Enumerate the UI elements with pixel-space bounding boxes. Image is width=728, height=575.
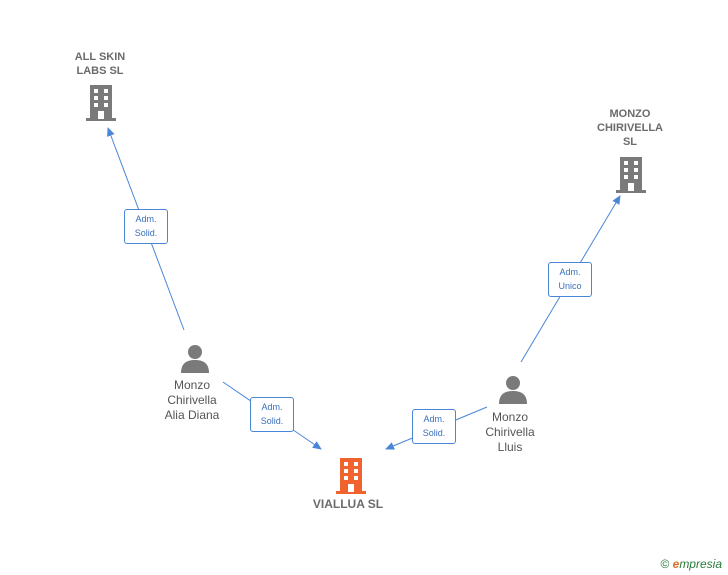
- edge-label-adm-unico[interactable]: Adm. Unico: [548, 262, 592, 297]
- edge-label-line2: Solid.: [422, 428, 446, 438]
- edge-label-adm-solid[interactable]: Adm. Solid.: [250, 397, 294, 432]
- building-icon: [86, 85, 116, 121]
- brand-logo-letter: e: [672, 557, 680, 571]
- company-node-monzo-chirivella[interactable]: MONZO CHIRIVELLA SL: [585, 107, 675, 149]
- edge-label-adm-solid[interactable]: Adm. Solid.: [124, 209, 168, 244]
- building-icon: [616, 157, 646, 193]
- company-name: VIALLUA SL: [312, 497, 384, 511]
- company-name-line1: MONZO: [609, 108, 651, 120]
- company-name-line2: LABS SL: [76, 65, 124, 77]
- copyright-icon: ©: [660, 557, 670, 571]
- edge-label-line1: Adm.: [559, 267, 581, 277]
- edge-label-line1: Adm.: [135, 214, 157, 224]
- edge-label-line2: Unico: [558, 281, 582, 291]
- person-name-line3: Lluis: [497, 440, 523, 454]
- person-name-line2: Chirivella: [167, 393, 217, 407]
- person-name-line2: Chirivella: [485, 425, 535, 439]
- person-name-line1: Monzo: [491, 410, 529, 424]
- person-icon: [181, 345, 209, 373]
- company-node-viallua[interactable]: VIALLUA SL: [298, 497, 398, 511]
- edge-label-line2: Solid.: [260, 416, 284, 426]
- company-name-line3: SL: [622, 136, 638, 148]
- company-name-line2: CHIRIVELLA: [597, 122, 663, 134]
- edge-label-adm-solid[interactable]: Adm. Solid.: [412, 409, 456, 444]
- company-node-all-skin[interactable]: ALL SKIN LABS SL: [55, 50, 145, 78]
- building-icon-main: [336, 458, 366, 494]
- edge-label-line2: Solid.: [134, 228, 158, 238]
- edge-label-line1: Adm.: [261, 402, 283, 412]
- person-icon: [499, 376, 527, 404]
- person-name-line3: Alia Diana: [164, 408, 220, 422]
- brand-logo-text: mpresia: [679, 557, 722, 571]
- company-name-line1: ALL SKIN: [74, 51, 126, 63]
- edge-label-line1: Adm.: [423, 414, 445, 424]
- person-node-lluis[interactable]: Monzo Chirivella Lluis: [465, 410, 555, 455]
- person-node-alia-diana[interactable]: Monzo Chirivella Alia Diana: [147, 378, 237, 423]
- person-name-line1: Monzo: [173, 378, 211, 392]
- footer-brand[interactable]: © empresia: [660, 557, 722, 571]
